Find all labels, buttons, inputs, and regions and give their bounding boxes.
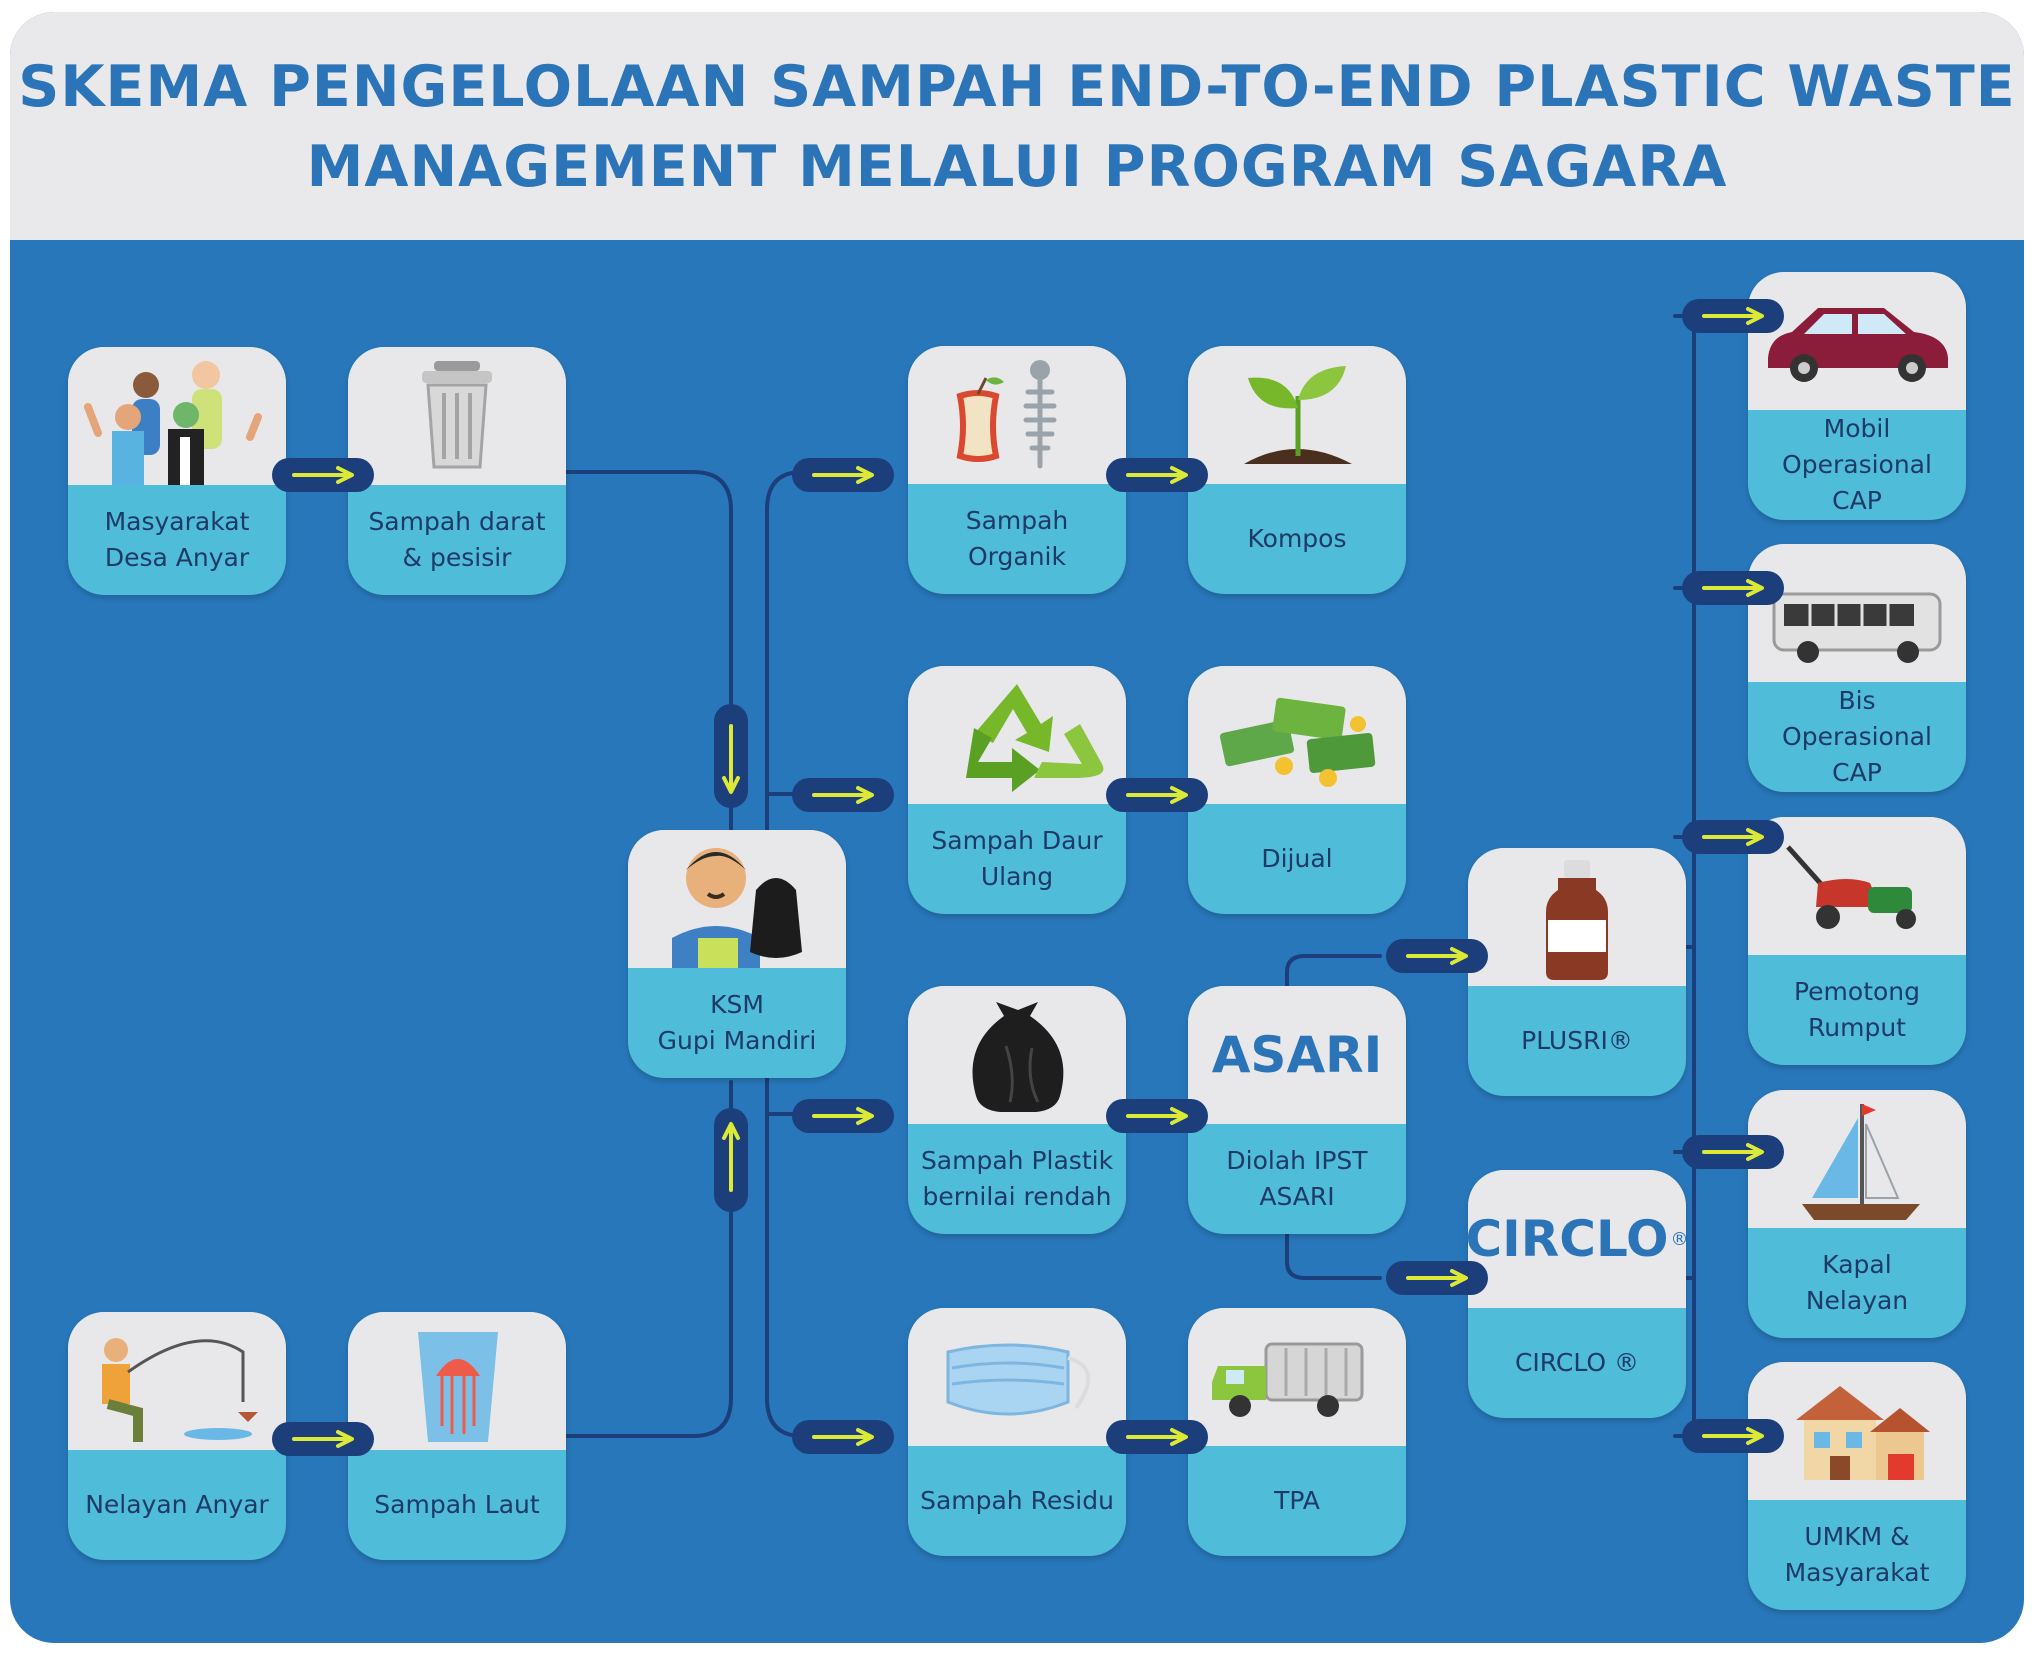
node-label: PLUSRI® — [1521, 1026, 1633, 1055]
arrow-to-residu — [792, 1420, 894, 1454]
sprout-icon — [1244, 366, 1352, 464]
face-mask-icon — [946, 1343, 1091, 1416]
arrow-laut-up-to-ksm — [714, 1108, 748, 1212]
node-circlo: CIRCLO® CIRCLO ® — [1468, 1170, 1686, 1418]
node-kapal: Kapal Nelayan — [1748, 1090, 1966, 1338]
arrow-residu-to-tpa — [1106, 1420, 1208, 1454]
bus-icon — [1772, 592, 1942, 663]
arrow-darat-down-to-ksm — [714, 704, 748, 808]
recycle-icon — [966, 684, 1104, 792]
arrow-organik-to-kompos — [1106, 458, 1208, 492]
worker-icon — [672, 848, 802, 968]
garbage-truck-icon — [1212, 1342, 1364, 1417]
node-label: Mobil Operasional CAP — [1782, 414, 1932, 515]
arrow-to-pemotong — [1682, 820, 1784, 854]
people-icon — [84, 361, 262, 485]
node-plastik: Sampah Plastik bernilai rendah — [908, 986, 1126, 1234]
node-label: CIRCLO ® — [1514, 1348, 1640, 1377]
arrow-to-daur-ulang — [792, 778, 894, 812]
arrow-asari-to-plusri — [1386, 939, 1488, 973]
node-nelayan: Nelayan Anyar — [68, 1312, 286, 1560]
node-bis: Bis Operasional CAP — [1748, 544, 1966, 792]
node-tpa: TPA — [1188, 1308, 1406, 1556]
arrow-plastik-to-asari — [1106, 1099, 1208, 1133]
node-label: Kompos — [1247, 524, 1347, 553]
house-icon — [1796, 1386, 1930, 1480]
node-label: Pemotong Rumput — [1793, 977, 1921, 1042]
node-label: Kapal Nelayan — [1805, 1250, 1909, 1315]
node-organik: Sampah Organik — [908, 346, 1126, 594]
arrow-masyarakat-to-darat — [272, 458, 374, 492]
diagram-title-line-1: SKEMA PENGELOLAAN SAMPAH END-TO-END PLAS… — [18, 54, 2016, 120]
node-label: Diolah IPST ASARI — [1226, 1146, 1368, 1211]
node-ksm: KSM Gupi Mandiri — [628, 830, 846, 1078]
node-sampah-darat: Sampah darat & pesisir — [348, 347, 566, 595]
arrow-to-umkm — [1682, 1419, 1784, 1453]
connector-asari-to-circlo — [1285, 1230, 1382, 1280]
node-masyarakat: Masyarakat Desa Anyar — [68, 347, 286, 595]
arrow-to-plastik — [792, 1099, 894, 1133]
node-label: Sampah darat & pesisir — [368, 507, 546, 572]
arrow-nelayan-to-laut — [272, 1422, 374, 1456]
node-plusri: PLUSRI® — [1468, 848, 1686, 1096]
connector-laut-to-ksm — [562, 1080, 733, 1438]
arrow-to-bis — [1682, 571, 1784, 605]
node-umkm: UMKM & Masyarakat — [1748, 1362, 1966, 1610]
node-label: Nelayan Anyar — [85, 1490, 269, 1519]
node-label: Dijual — [1261, 844, 1333, 873]
title-band: SKEMA PENGELOLAAN SAMPAH END-TO-END PLAS… — [10, 12, 2024, 240]
node-mobil: Mobil Operasional CAP — [1748, 272, 1966, 520]
node-label: Masyarakat Desa Anyar — [104, 507, 250, 572]
node-label: TPA — [1274, 1486, 1320, 1515]
node-label: Sampah Laut — [374, 1490, 540, 1519]
node-label: UMKM & Masyarakat — [1784, 1522, 1930, 1587]
node-label: Sampah Residu — [920, 1486, 1114, 1515]
organic-waste-icon — [956, 360, 1057, 469]
asari-logo: ASARI — [1211, 1026, 1383, 1084]
arrow-daur-ulang-to-dijual — [1106, 778, 1208, 812]
circlo-logo: CIRCLO® — [1468, 1210, 1686, 1268]
jellyfish-bag-icon — [418, 1332, 498, 1442]
garbage-bag-icon — [972, 1002, 1064, 1112]
node-kompos: Kompos — [1188, 346, 1406, 594]
node-sampah-laut: Sampah Laut — [348, 1312, 566, 1560]
connector-darat-to-ksm — [562, 470, 733, 832]
node-asari: ASARI Diolah IPST ASARI — [1188, 986, 1406, 1234]
diagram-frame: SKEMA PENGELOLAAN SAMPAH END-TO-END PLAS… — [10, 12, 2024, 1643]
connector-asari-to-plusri — [1285, 954, 1382, 998]
node-pemotong: Pemotong Rumput — [1748, 817, 1966, 1065]
diagram-title-line-2: MANAGEMENT MELALUI PROGRAM SAGARA — [306, 134, 1728, 200]
arrow-to-organik — [792, 458, 894, 492]
money-icon — [1219, 697, 1376, 787]
trash-can-icon — [422, 361, 492, 469]
sailboat-icon — [1802, 1104, 1920, 1220]
lawn-mower-icon — [1786, 845, 1916, 929]
node-residu: Sampah Residu — [908, 1308, 1126, 1556]
node-label: Sampah Plastik bernilai rendah — [920, 1146, 1114, 1211]
node-label: Bis Operasional CAP — [1782, 686, 1932, 787]
arrow-to-kapal — [1682, 1135, 1784, 1169]
arrow-asari-to-circlo — [1386, 1261, 1488, 1295]
car-icon — [1768, 308, 1948, 382]
arrow-to-mobil — [1682, 299, 1784, 333]
node-label: KSM Gupi Mandiri — [657, 990, 817, 1055]
node-daur-ulang: Sampah Daur Ulang — [908, 666, 1126, 914]
bottle-icon — [1546, 860, 1608, 980]
node-label: Sampah Daur Ulang — [931, 826, 1103, 891]
node-dijual: Dijual — [1188, 666, 1406, 914]
node-label: Sampah Organik — [965, 506, 1069, 571]
fisherman-icon — [102, 1338, 258, 1442]
